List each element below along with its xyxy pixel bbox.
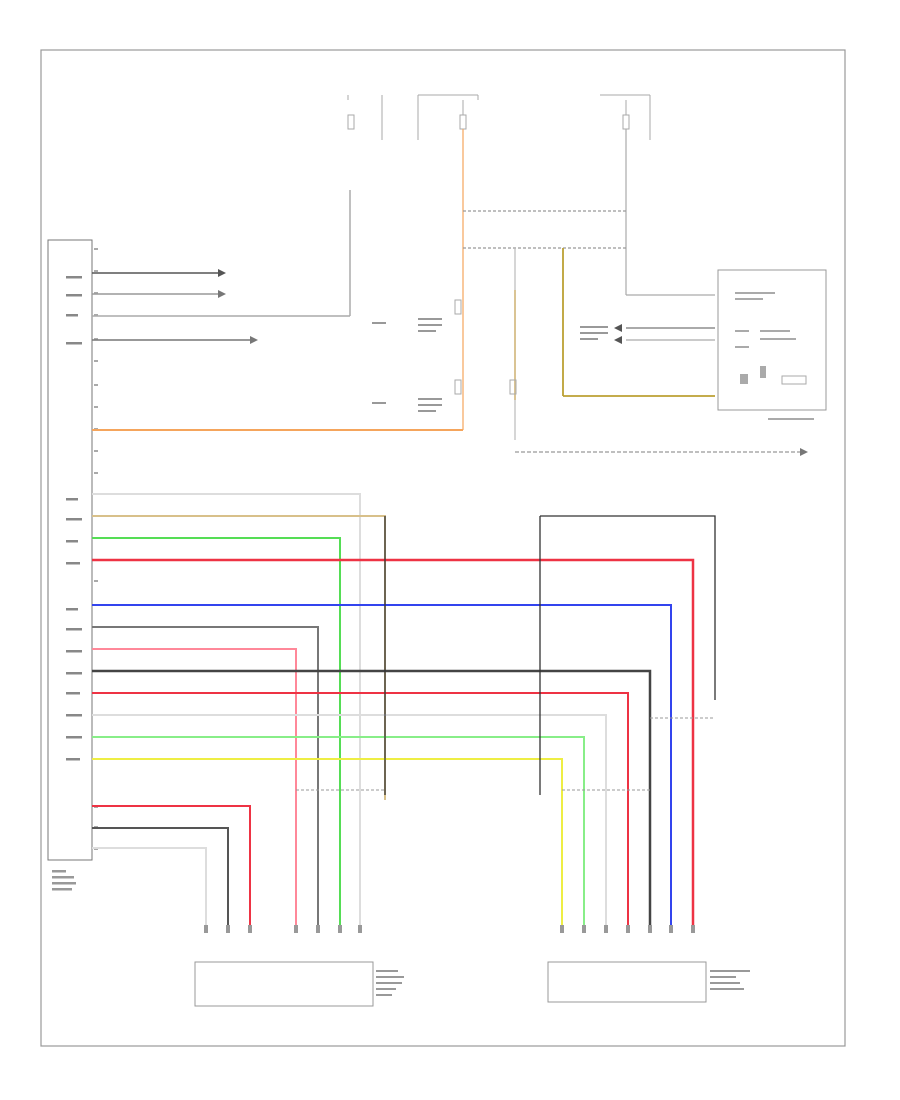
connector-right xyxy=(547,925,750,1003)
right-component-box xyxy=(717,269,827,420)
arrow-left-1 xyxy=(614,324,622,332)
top-fuse-area xyxy=(347,94,651,140)
module-colored-wires xyxy=(92,493,695,930)
connector-left xyxy=(194,925,404,1007)
module-name-text xyxy=(52,870,76,891)
arrow-left-2 xyxy=(614,336,622,344)
central-bus xyxy=(462,129,800,453)
power-seat-control-module xyxy=(47,239,98,891)
module-top-wires xyxy=(92,190,351,344)
splice-lines xyxy=(296,717,715,791)
diagram-frame xyxy=(40,49,846,1047)
center-labels xyxy=(372,299,608,412)
harness-lines xyxy=(384,515,716,795)
module-pin-labels xyxy=(66,276,82,761)
arrow-right-1 xyxy=(800,448,808,456)
